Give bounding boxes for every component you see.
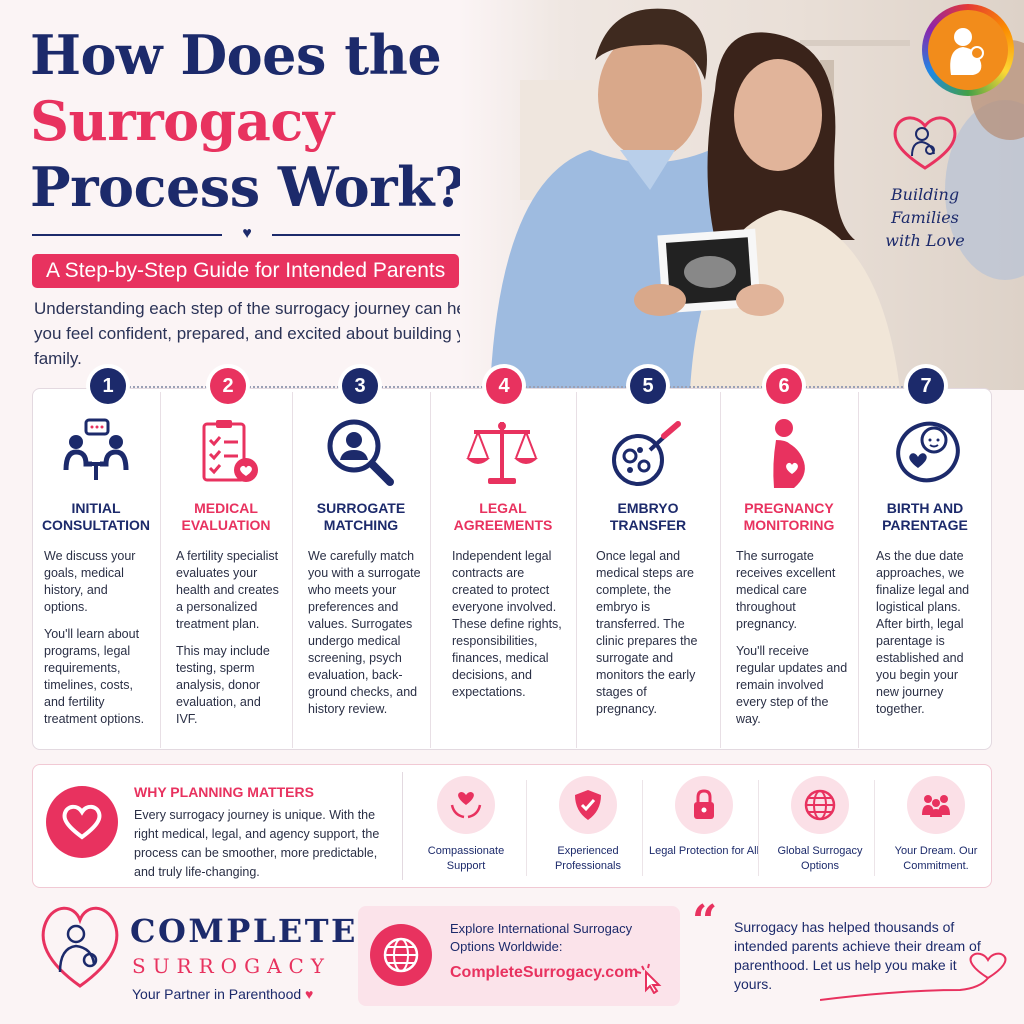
tagline-text: Building Families with Love <box>885 185 965 250</box>
step-paragraph: Once legal and medical steps are complet… <box>596 549 698 716</box>
step-paragraph: Independent legal contracts are created … <box>452 549 562 699</box>
step-number-badge: 7 <box>908 368 944 404</box>
brand-subname: SURROGACY <box>132 954 331 978</box>
scales-icon <box>462 414 542 494</box>
step-paragraph: We discuss your goals, medical history, … <box>44 549 136 614</box>
heart-mother-baby-icon <box>893 116 957 170</box>
subtitle-banner: A Step-by-Step Guide for Intended Parent… <box>32 254 460 288</box>
step-description: Once legal and medical steps are complet… <box>596 548 708 718</box>
step-paragraph: You'll learn about programs, legal requi… <box>44 627 145 726</box>
feature-label: Legal Protection for All <box>648 845 760 857</box>
step-number-badge: 6 <box>766 368 802 404</box>
title-line-1: How Does the <box>30 23 442 87</box>
family-icon <box>907 776 965 834</box>
step-number-badge: 1 <box>90 368 126 404</box>
step-title: MEDICAL EVALUATION <box>181 500 271 533</box>
pregnant-woman-icon <box>746 414 826 494</box>
title-line-3: Process Work? <box>30 155 466 219</box>
clipboard-icon <box>188 414 268 494</box>
page-title: How Does the Surrogacy Process Work? <box>30 22 490 220</box>
brand-name: COMPLETE <box>130 912 358 950</box>
cursor-click-icon <box>636 963 662 994</box>
tagline-block: Building Families with Love <box>880 112 970 252</box>
why-planning-title: WHY PLANNING MATTERS <box>134 784 314 800</box>
brand-heart-logo-icon <box>41 906 119 988</box>
step-title: INITIAL CONSULTATION <box>41 500 151 533</box>
petri-dish-icon <box>606 414 686 494</box>
heart-icon: ♥ <box>305 986 314 1002</box>
step-paragraph: We carefully match you with a surrogate … <box>308 549 421 716</box>
step-description: As the due date approaches, we finalize … <box>876 548 982 718</box>
feature-label: Global Surrogacy Options <box>777 845 863 872</box>
title-divider: ♥ <box>32 225 462 242</box>
step-number-badge: 3 <box>342 368 378 404</box>
search-person-icon <box>320 414 400 494</box>
step-description: A fertility specialist evaluates your he… <box>176 548 284 728</box>
step-number-badge: 5 <box>630 368 666 404</box>
couple-with-ultrasound-illustration <box>490 8 1024 390</box>
steps-panel <box>32 388 992 750</box>
heart-icon: ♥ <box>242 225 252 242</box>
step-number-badge: 4 <box>486 368 522 404</box>
step-paragraph: This may include testing, sperm analysis… <box>176 644 270 726</box>
heart-circle-icon <box>46 786 118 858</box>
consultation-icon <box>56 414 136 494</box>
step-title: LEGAL AGREEMENTS <box>453 500 553 533</box>
feature-label: Compassionate Support <box>427 845 505 872</box>
feature-label: Your Dream. Our Commitment. <box>894 845 978 872</box>
step-number-badge: 2 <box>210 368 246 404</box>
step-paragraph: The surrogate receives excellent medical… <box>736 549 836 631</box>
feature-label: Experienced Professionals <box>554 845 622 872</box>
step-title: PREGNANCY MONITORING <box>743 500 835 533</box>
feature-item: Global Surrogacy Options <box>762 776 878 874</box>
mother-child-icon <box>950 28 984 75</box>
step-paragraph: A fertility specialist evaluates your he… <box>176 549 279 631</box>
step-description: We carefully match you with a surrogate … <box>308 548 424 718</box>
step-description: The surrogate receives excellent medical… <box>736 548 848 728</box>
intro-text: Understanding each step of the surrogacy… <box>34 299 490 368</box>
why-planning-text: Every surrogacy journey is unique. With … <box>134 808 380 879</box>
heart-hands-icon <box>437 776 495 834</box>
globe-icon <box>791 776 849 834</box>
step-paragraph: You'll receive regular updates and remai… <box>736 644 848 726</box>
brand-tagline: Your Partner in Parenthood ♥ <box>132 986 314 1002</box>
feature-item: Experienced Professionals <box>530 776 646 874</box>
explore-text: Explore International Surrogacy Options … <box>450 921 633 954</box>
website-link[interactable]: CompleteSurrogacy.com <box>450 964 639 981</box>
quote-mark-icon: “ <box>692 896 718 947</box>
step-title: EMBRYO TRANSFER <box>609 500 687 533</box>
heart-swoosh-icon <box>820 952 1007 1001</box>
shield-check-icon <box>559 776 617 834</box>
step-title: SURROGATE MATCHING <box>316 500 406 533</box>
rainbow-logo-badge <box>922 4 1014 96</box>
step-paragraph: As the due date approaches, we finalize … <box>876 549 970 716</box>
quote-text: Surrogacy has helped thousands of intend… <box>734 919 981 992</box>
baby-icon <box>888 414 968 494</box>
feature-item: Legal Protection for All <box>646 776 762 859</box>
feature-item: Your Dream. Our Commitment. <box>878 776 994 874</box>
globe-icon <box>370 924 432 986</box>
steps-connector <box>118 386 938 388</box>
step-title: BIRTH AND PARENTAGE <box>882 500 968 533</box>
title-line-2: Surrogacy <box>30 89 334 153</box>
lock-icon <box>675 776 733 834</box>
feature-item: Compassionate Support <box>408 776 524 874</box>
step-description: We discuss your goals, medical history, … <box>44 548 154 728</box>
step-description: Independent legal contracts are created … <box>452 548 564 701</box>
